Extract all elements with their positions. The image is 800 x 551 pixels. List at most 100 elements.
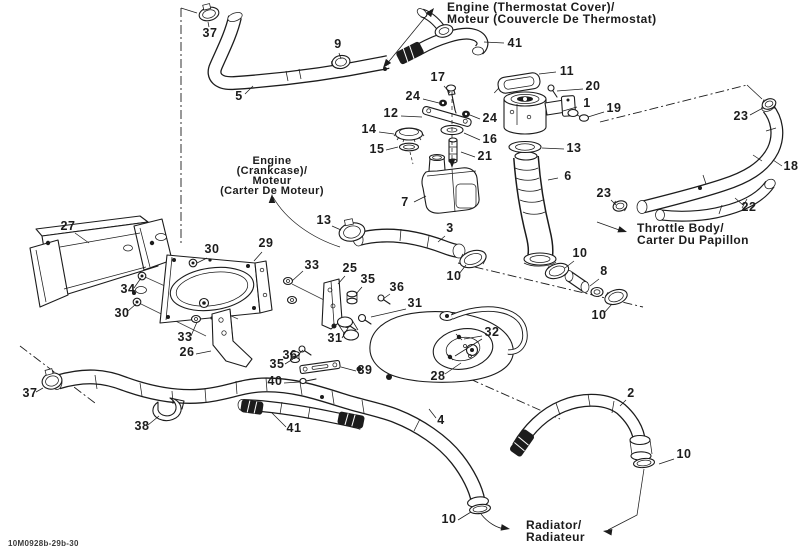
callout-14: 14 [362,122,377,136]
callout-18: 18 [784,159,799,173]
callout-10-a: 10 [447,269,462,283]
callout-41-b: 41 [287,421,302,435]
callout-10-d: 10 [442,512,457,526]
heat-wrap-a [396,41,424,65]
callout-31-b: 31 [328,331,343,345]
outlet-pipe-6 [515,152,557,266]
clamp-10a [459,249,487,269]
doc-code: 10M0928b-29b-30 [8,539,79,548]
callout-40: 40 [268,374,283,388]
clamp-10d [469,503,491,515]
callout-29: 29 [259,236,274,250]
callout-13-b: 13 [317,213,332,227]
callout-33-a: 33 [305,258,320,272]
callout-9: 9 [334,37,341,51]
reservoir-7 [421,153,480,214]
fan-shroud-29 [159,254,273,324]
thermostat-cover-label-en: Engine (Thermostat Cover)/ [447,0,615,14]
thermostat-cover-11 [493,72,541,94]
fitting-19 [567,108,590,122]
callout-37-b: 37 [23,386,38,400]
callout-30-b: 30 [115,306,130,320]
callout-28: 28 [431,369,446,383]
callout-22: 22 [742,200,757,214]
callout-2: 2 [627,386,634,400]
callout-1: 1 [583,96,590,110]
callout-labels: 37 9 5 41 17 11 20 24 12 1 19 23 14 24 1… [23,26,799,526]
bolt-40 [299,377,317,385]
callout-10-e: 10 [677,447,692,461]
bolt-20 [547,84,558,98]
callout-25: 25 [343,261,358,275]
callout-24-b: 24 [483,111,498,125]
washers-33 [282,276,298,305]
radiator-label-fr: Radiateur [526,530,585,544]
hose-41-lower [238,399,365,429]
cap-14 [393,127,425,143]
callout-19: 19 [607,101,622,115]
crankcase-label-line2: (Crankcase)/ [237,165,308,177]
hose-2 [509,394,653,461]
callout-39: 39 [358,363,373,377]
bracket-26 [211,308,253,368]
hose-5 [215,11,388,83]
clamp-13b [338,218,366,242]
bolt-36b [298,345,312,356]
callout-24-a: 24 [406,89,421,103]
annotation-thermostat-cover: Engine (Thermostat Cover)/ Moteur (Couve… [447,0,657,26]
radiator-27 [29,215,173,308]
callout-3: 3 [446,221,453,235]
bolt-17 [445,84,457,114]
strip-39 [299,359,341,375]
callout-8: 8 [600,264,607,278]
bolt-34 [137,271,147,281]
clamp-10c [604,288,628,306]
clamp-37b [41,368,63,390]
annotation-crankcase: Engine (Crankcase)/ Moteur (Carter De Mo… [220,155,323,197]
callout-4: 4 [437,413,444,427]
connector-8 [564,270,604,298]
crankcase-label-line1: Engine [252,155,291,167]
callout-37-a: 37 [203,26,218,40]
callout-38: 38 [135,419,150,433]
thermostat-housing-1 [503,91,577,135]
pump-housing-28 [331,306,528,383]
callout-35-a: 35 [361,272,376,286]
callout-21: 21 [478,149,493,163]
grommets-24 [439,99,470,118]
callout-15: 15 [370,142,385,156]
callout-13-a: 13 [567,141,582,155]
clamp-23b [612,200,628,212]
ring-13a [508,140,542,154]
callout-10-c: 10 [592,308,607,322]
callout-10-b: 10 [573,246,588,260]
clamp-37a [198,3,220,22]
thermostat-cover-label-fr: Moteur (Couvercle De Thermostat) [447,12,657,26]
clamp-10b [544,262,570,280]
leader-lines [35,21,783,521]
callout-7: 7 [401,195,408,209]
callout-5: 5 [235,89,242,103]
hose-22 [655,177,776,220]
radiator-label-en: Radiator/ [526,518,582,532]
callout-41-a: 41 [508,36,523,50]
bushing-35a [346,290,358,305]
crankcase-label-line3: Moteur [252,175,291,187]
callout-23-a: 23 [734,109,749,123]
callout-36-a: 36 [390,280,405,294]
clamp-23a [761,98,777,110]
callout-35-b: 35 [270,357,285,371]
hose-4 [52,375,489,509]
throttle-body-label-en: Throttle Body/ [637,221,724,235]
callout-30-a: 30 [205,242,220,256]
assembly-axis [448,92,456,168]
callout-32: 32 [485,325,500,339]
annotation-radiator: Radiator/ Radiateur [526,518,585,544]
clamp-10e [632,457,656,469]
callout-36-b: 36 [283,348,298,362]
hose-41-upper [396,8,483,65]
callout-34: 34 [121,282,136,296]
bracket-25 [321,278,343,330]
